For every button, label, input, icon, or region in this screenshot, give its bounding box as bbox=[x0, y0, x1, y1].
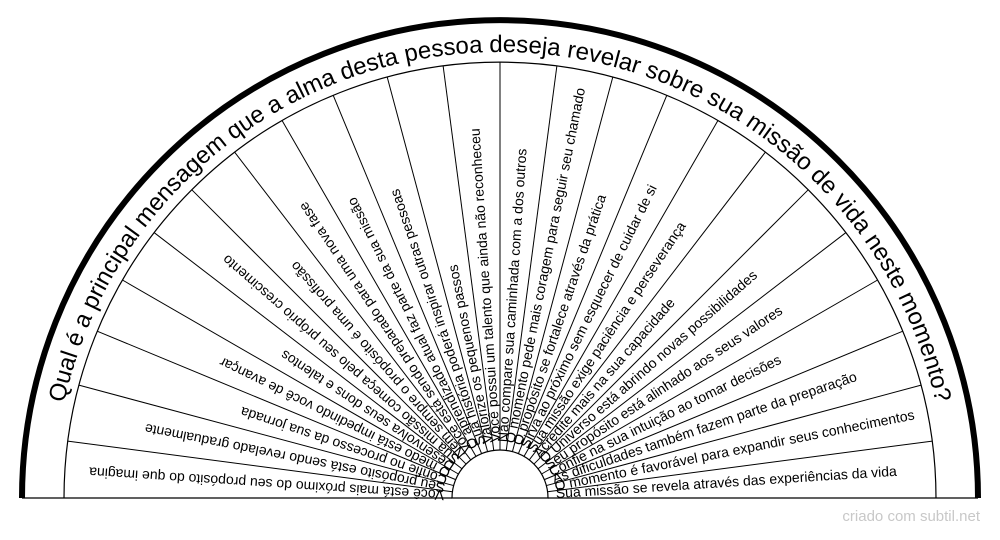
center-hub bbox=[451, 449, 549, 499]
sector-divider bbox=[533, 189, 809, 465]
sector-divider bbox=[547, 440, 933, 493]
sector-divider bbox=[332, 94, 483, 454]
sector-divider bbox=[544, 330, 904, 481]
answer-ring-border bbox=[63, 61, 937, 499]
sector-divider bbox=[517, 94, 668, 454]
sector-divider bbox=[153, 232, 463, 470]
sector-divider bbox=[281, 120, 477, 457]
sector-divider bbox=[122, 279, 459, 475]
sector-divider bbox=[528, 151, 766, 461]
sector-divider bbox=[442, 65, 495, 451]
sector-lines bbox=[67, 62, 933, 493]
sector-divider bbox=[505, 65, 558, 451]
sector-divider bbox=[96, 330, 456, 481]
sector-divider bbox=[78, 384, 454, 487]
sector-divider bbox=[234, 151, 472, 461]
credit-text: criado com subtil.net bbox=[842, 508, 980, 525]
sector-divider bbox=[511, 76, 614, 452]
sector-divider bbox=[386, 76, 489, 452]
sector-divider bbox=[523, 120, 719, 457]
outer-arc-border bbox=[19, 17, 981, 499]
sector-divider bbox=[541, 279, 878, 475]
sector-divider bbox=[67, 440, 453, 493]
sector-divider bbox=[191, 189, 467, 465]
sector-divider bbox=[537, 232, 847, 470]
sector-divider bbox=[546, 384, 922, 487]
